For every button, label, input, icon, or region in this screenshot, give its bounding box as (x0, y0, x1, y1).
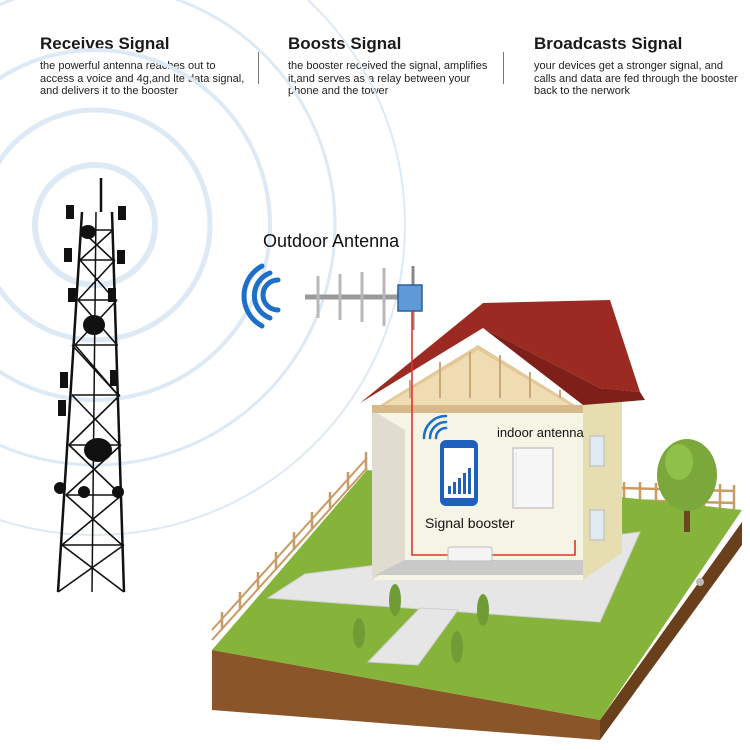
house (360, 300, 645, 580)
phone-wifi-icon (422, 414, 448, 440)
step-broadcasts-signal: Broadcasts Signal your devices get a str… (534, 34, 744, 98)
cell-tower (56, 178, 126, 593)
indoor-antenna-label: indoor antenna (497, 425, 584, 440)
phone-icon (440, 440, 478, 506)
tree (657, 439, 717, 532)
tower-antenna-dishes (54, 205, 126, 498)
signal-booster-label: Signal booster (425, 515, 515, 531)
step-title: Boosts Signal (288, 34, 402, 53)
step-boosts-signal: Boosts Signal the booster received the s… (288, 34, 498, 98)
yagi-antenna (305, 266, 423, 330)
wifi-waves-icon (241, 263, 281, 329)
indoor-antenna-panel (512, 447, 554, 509)
tower-signal-rings (0, 0, 406, 536)
coax-cable (411, 310, 576, 556)
step-description: the booster received the signal, amplifi… (288, 60, 488, 97)
step-title: Receives Signal (40, 34, 170, 53)
drain (696, 578, 704, 586)
divider (503, 52, 504, 84)
shrubs (353, 584, 489, 663)
step-title: Broadcasts Signal (534, 34, 683, 53)
step-description: your devices get a stronger signal, and … (534, 60, 738, 97)
divider (258, 52, 259, 84)
outdoor-antenna-label: Outdoor Antenna (263, 231, 400, 251)
fence (211, 452, 368, 641)
signal-booster-device (447, 546, 493, 562)
